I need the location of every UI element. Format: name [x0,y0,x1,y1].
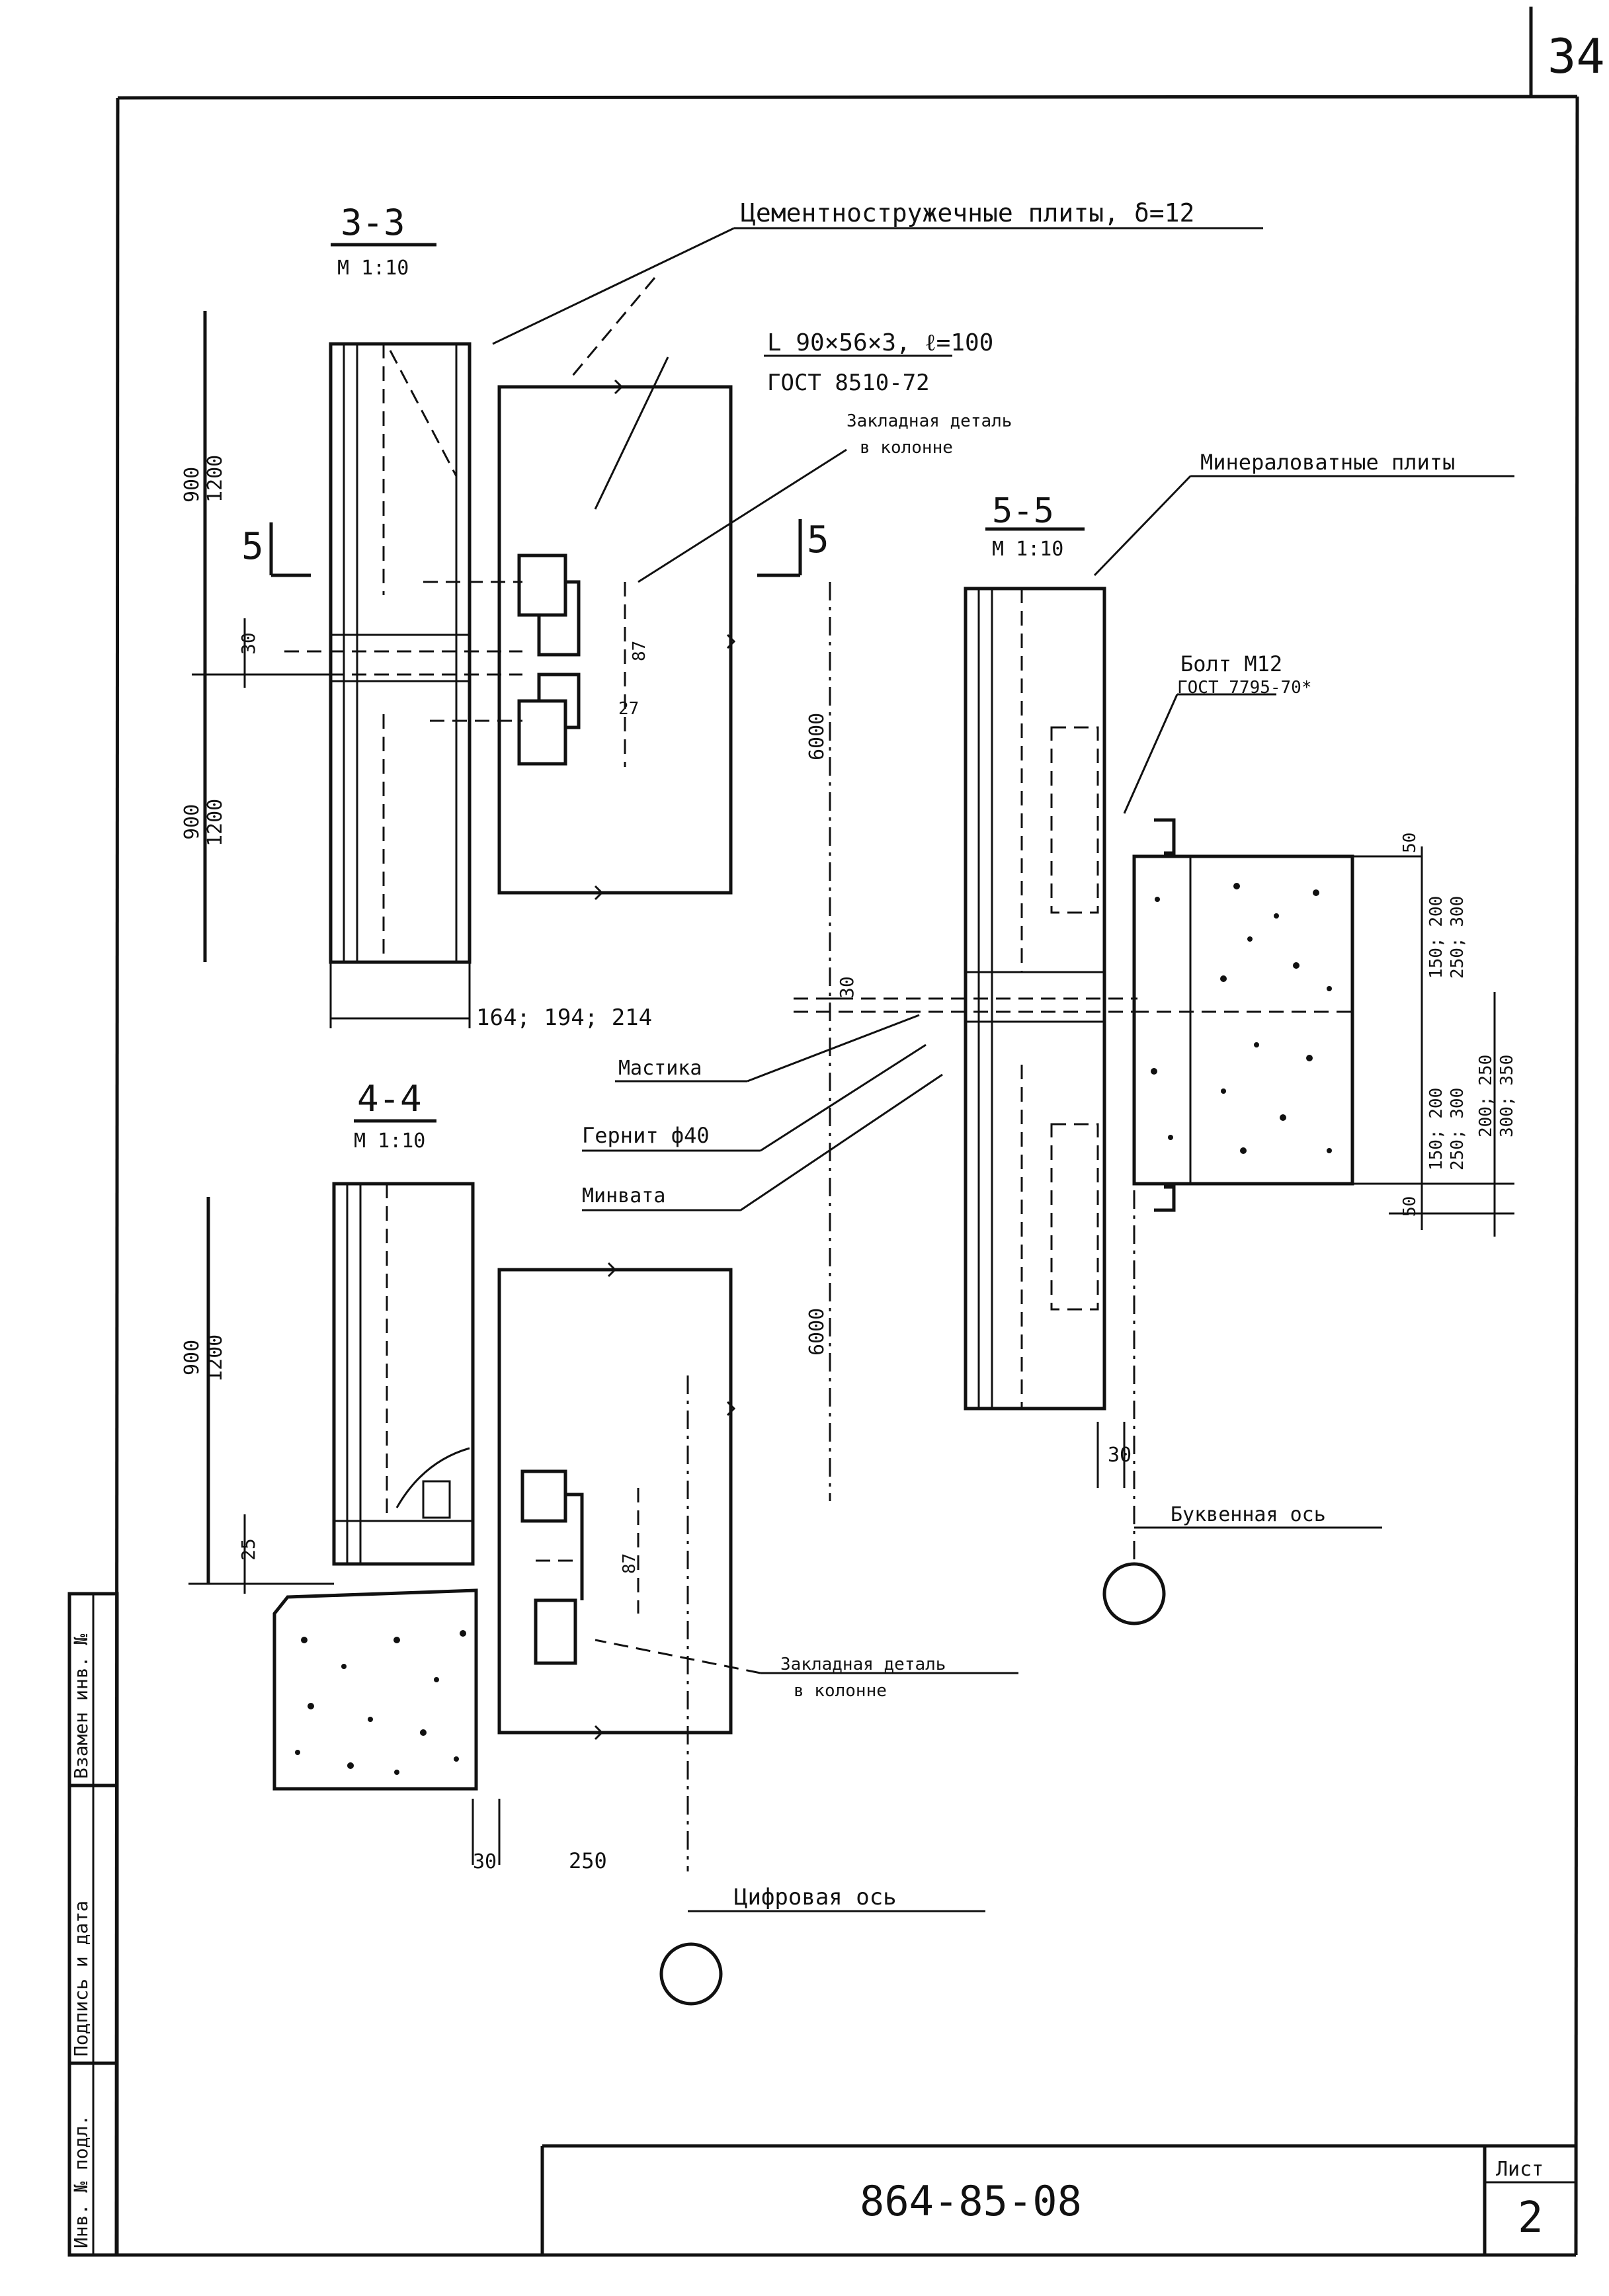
cut-mark-left: 5 [241,525,264,568]
callout-angle-gost: ГОСТ 8510-72 [767,370,930,396]
digit-axis [659,1942,723,2006]
leaders-middle [582,693,1276,1211]
section-5-5-column-aggregate [1151,883,1332,1154]
section-3-3-angle-and-embedded-part [423,554,581,766]
dim-mid-height-top: 6000 [805,713,829,760]
stamp-signature-date: Подпись и дата [70,1901,92,2057]
callout-mineral-wool-slabs: Минераловатные плиты [1200,450,1455,475]
dim-s55-bottom-small: 50 [1400,1196,1420,1217]
section-3-3-dimension-lines [192,311,626,1028]
stamp-replacement: Взамен инв. № [70,1634,92,1779]
letter-axis [1102,1190,1382,1625]
section-5-5-dimension-lines [820,582,1514,1501]
dim-s55-right-a1: 150; 200 [1426,896,1446,979]
leaders-bottom [595,1639,1018,1912]
section-3-3-column [497,379,736,901]
dim-s33-lower-a: 900 [181,804,204,840]
section-5-5-wall [794,587,1137,1411]
callout-sealant: Гернит ф40 [582,1123,710,1148]
sheet-label: Лист [1496,2158,1544,2181]
cut-mark-right: 5 [807,518,829,561]
leaders-top [492,227,1514,583]
dim-s55-right-b2: 250; 300 [1448,1088,1467,1170]
dim-s55-top-small: 50 [1400,833,1420,853]
section-4-4-lower-block [272,1588,478,1791]
dim-s44-height-b: 1200 [204,1334,227,1382]
dim-s55-right-a2: 250; 300 [1448,896,1467,979]
callout-embedded-part-top-line1: Закладная деталь [846,411,1012,431]
dim-s44-bottom-30: 30 [473,1850,497,1873]
section-3-3-scale: М 1:10 [337,257,409,280]
section-4-4-scale: М 1:10 [354,1129,425,1153]
side-stamp [67,1592,119,2257]
dim-s55-30: 30 [1108,1444,1132,1467]
callout-mineral-wool: Минвата [582,1184,665,1208]
dim-s44-gap: 25 [237,1538,259,1561]
dim-s33-upper-a: 900 [181,467,204,503]
sheet-corner-number: 34 [1547,28,1605,84]
callout-mastic: Мастика [618,1057,702,1080]
document-number: 864-85-08 [860,2177,1082,2225]
dim-s55-right-b1: 150; 200 [1426,1088,1446,1170]
section-5-5-mark: 5-5 [992,491,1054,531]
dim-s44-height-a: 900 [181,1340,204,1375]
dim-s33-lower-b: 1200 [204,799,227,846]
callout-cement-chip-slabs: Цементностружечные плиты, δ=12 [741,198,1194,227]
section-4-4-column [497,1262,736,1741]
callout-angle-profile: L 90×56×3, ℓ=100 [767,329,993,356]
dim-s33-width: 164; 194; 214 [476,1004,652,1031]
callout-embedded-part-bottom-line2: в колонне [794,1681,887,1701]
dim-s44-bottom-250: 250 [569,1848,607,1873]
stamp-inventory: Инв. № подл. [70,2115,92,2248]
section-4-4-mark: 4-4 [357,1078,422,1120]
callout-bolt: Болт М12 [1180,651,1282,676]
dim-s55-right-c2: 300; 350 [1497,1055,1517,1137]
callout-bolt-gost: ГОСТ 7795-70* [1177,678,1312,698]
dim-mid-height-bottom: 6000 [805,1308,829,1356]
section-cut-5-5 [269,519,802,577]
dim-s33-87: 87 [630,641,649,661]
dim-s33-gap: 30 [237,632,259,655]
sheet-number: 2 [1518,2194,1544,2242]
section-3-3-mark: 3-3 [341,202,405,243]
section-5-5-scale: М 1:10 [992,538,1063,561]
section-5-5-column [1132,818,1354,1212]
dim-s55-right-c1: 200; 250 [1476,1055,1496,1137]
section-4-4-wall [332,1182,475,1566]
section-4-4-dimension-lines [188,1197,689,1871]
callout-embedded-part-top-line2: в колонне [860,438,953,458]
dim-s33-27: 27 [618,699,639,719]
dim-s55-gap: 30 [836,976,858,999]
callout-embedded-part-bottom-line1: Закладная деталь [780,1655,946,1674]
section-3-3-wall [284,342,522,964]
dim-s44-87: 87 [620,1553,639,1574]
callout-digit-axis: Цифровая ось [734,1884,897,1910]
callout-letter-axis: Буквенная ось [1171,1503,1326,1526]
dim-s33-upper-b: 1200 [204,455,227,503]
title-block [540,2144,1576,2255]
